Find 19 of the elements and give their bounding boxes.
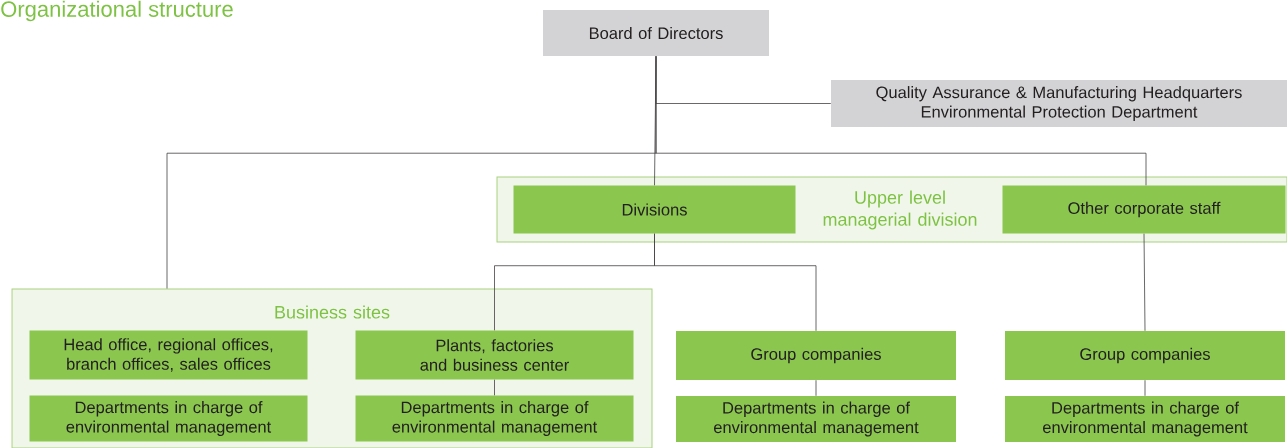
org-box: Group companies [676, 331, 956, 380]
connector-line [1143, 233, 1146, 332]
org-box: Other corporate staff [1002, 185, 1286, 234]
org-box: Departments in charge of environmental management [355, 395, 634, 442]
connector-line [654, 233, 817, 332]
org-box: Departments in charge of environmental management [1005, 396, 1285, 442]
org-box: Divisions [513, 185, 796, 234]
org-box: Board of Directors [543, 10, 769, 56]
connector-line [815, 379, 817, 397]
org-box: Departments in charge of environmental management [29, 395, 308, 442]
connector-line [1144, 379, 1146, 397]
connector-line [494, 379, 495, 396]
org-box: Quality Assurance & Manufacturing Headquarters Environmental Protection Department [831, 80, 1287, 127]
org-box: Group companies [1005, 331, 1285, 380]
org-box: Plants, factories and business center [355, 330, 634, 380]
org-box: Departments in charge of environmental management [676, 396, 956, 442]
connector-line [655, 55, 1147, 186]
org-box: Head office, regional offices, branch offices, sales offices [29, 330, 308, 380]
title: Organizational structure [1, 0, 233, 22]
